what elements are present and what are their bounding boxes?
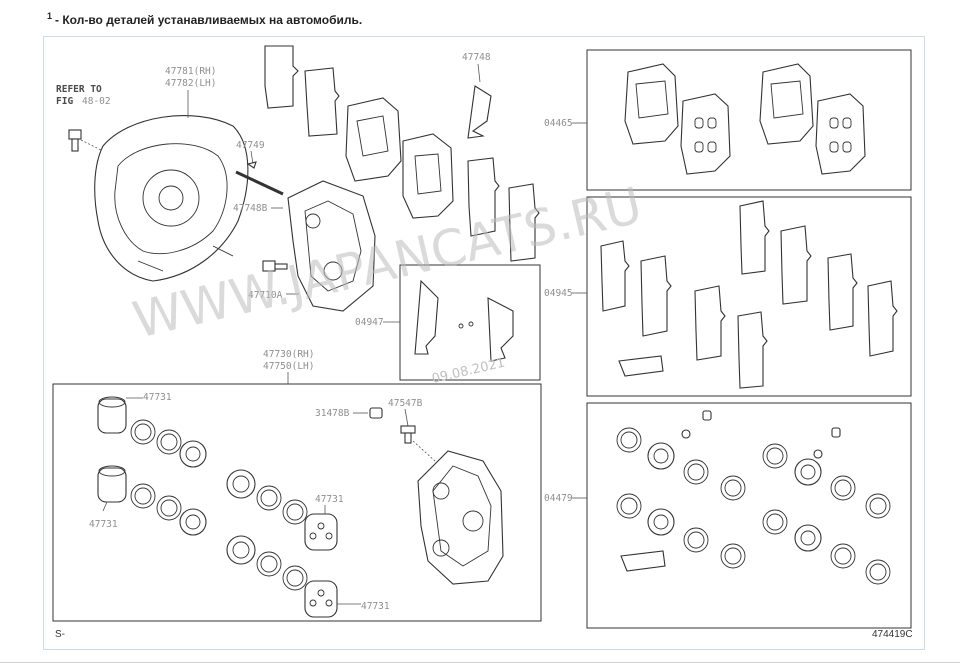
anti-rattle-spring-icon	[414, 279, 439, 355]
box-04945	[586, 196, 912, 397]
leader-line	[250, 150, 254, 165]
label-47748[interactable]: 47748	[462, 52, 491, 63]
caliper-body-icon	[417, 450, 504, 585]
label-47731-d[interactable]: 47731	[361, 601, 390, 612]
label-47748B[interactable]: 47748B	[233, 203, 268, 214]
mounting-bolt-icon	[262, 260, 288, 272]
leader-line	[412, 440, 436, 462]
brake-parts-diagram: REFER TO FIG 48-02 47781(RH) 47782(LH) 4…	[52, 45, 913, 640]
leader-line	[477, 63, 481, 83]
shim-kit-icon	[600, 200, 898, 389]
quantity-note: 1- Кол-во деталей устанавливаемых на авт…	[47, 11, 362, 27]
seal-kit-icon	[616, 410, 891, 585]
label-04945[interactable]: 04945	[544, 288, 573, 299]
bolt-icon	[68, 129, 82, 152]
note-text: - Кол-во деталей устанавливаемых на авто…	[55, 13, 363, 27]
spring-plate-icon	[467, 85, 492, 139]
brake-pad-icon	[264, 45, 540, 262]
label-47731-a[interactable]: 47731	[143, 392, 172, 403]
watermark-date: 09.08.2021	[431, 356, 507, 387]
box-04479	[586, 402, 912, 629]
clip-icon	[458, 323, 464, 329]
front-caliper-icon	[287, 180, 376, 312]
label-47730[interactable]: 47730(RH)	[263, 349, 314, 360]
refer-fig-link[interactable]: 48-02	[82, 96, 111, 107]
note-marker: 1	[47, 11, 53, 21]
piston-icon	[304, 513, 338, 618]
label-04947[interactable]: 04947	[355, 317, 384, 328]
label-47731-b[interactable]: 47731	[89, 519, 118, 530]
clip-icon	[246, 161, 257, 169]
label-47782[interactable]: 47782(LH)	[165, 78, 216, 89]
piston-icon	[97, 396, 127, 503]
refer-line1: REFER TO	[56, 84, 102, 95]
label-47781[interactable]: 47781(RH)	[165, 66, 216, 77]
pad-kit-icon	[624, 63, 866, 175]
leader-line	[404, 408, 409, 427]
label-47749[interactable]: 47749	[236, 140, 265, 151]
label-04465[interactable]: 04465	[544, 118, 573, 129]
label-47731-c[interactable]: 47731	[315, 494, 344, 505]
diagram-id: 474419C	[872, 629, 913, 640]
piston-seal-icon	[130, 419, 308, 591]
refer-line2: FIG	[56, 96, 73, 107]
box-04947	[399, 264, 541, 381]
label-31478B[interactable]: 31478B	[315, 408, 350, 419]
label-47547B[interactable]: 47547B	[388, 398, 423, 409]
leader-line	[102, 501, 108, 512]
dust-shield-icon	[94, 115, 249, 282]
label-47710A[interactable]: 47710A	[248, 290, 283, 301]
clip-icon	[468, 321, 474, 327]
box-47730	[52, 383, 542, 622]
pin-icon	[235, 170, 284, 196]
anti-rattle-spring-icon	[487, 297, 514, 362]
label-04479[interactable]: 04479	[544, 493, 573, 504]
label-47750[interactable]: 47750(LH)	[263, 361, 314, 372]
box-04465	[586, 49, 912, 191]
bleeder-screw-icon	[400, 425, 416, 444]
bottom-divider	[0, 662, 960, 663]
bleeder-cap-icon	[369, 407, 383, 419]
corner-left-label: S-	[55, 629, 65, 640]
